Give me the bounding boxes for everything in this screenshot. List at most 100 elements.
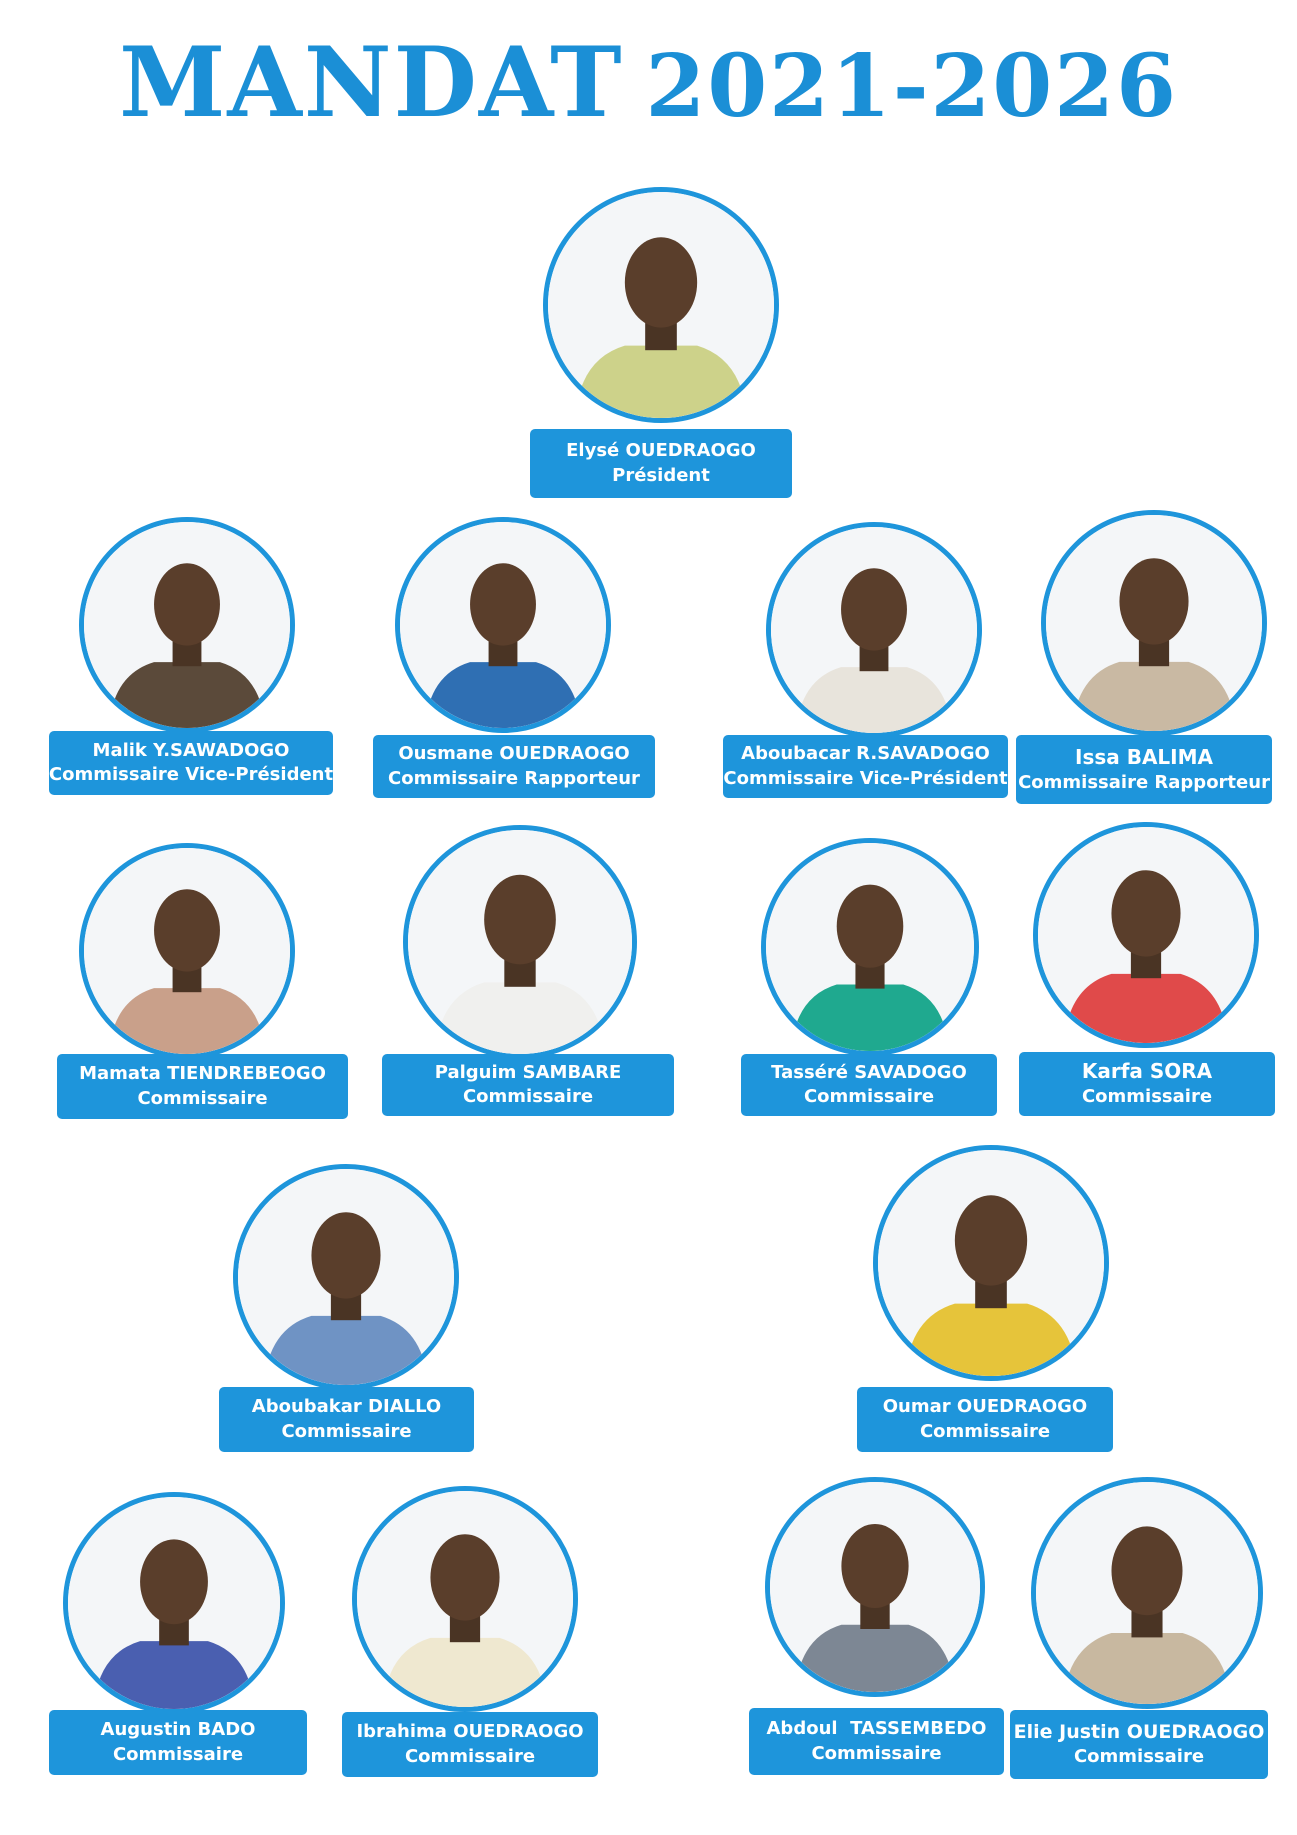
portrait-m6 <box>79 843 295 1059</box>
portrait-silhouette <box>766 843 974 1051</box>
portrait-body <box>795 1624 955 1692</box>
portrait-silhouette <box>1038 827 1254 1043</box>
portrait-m7 <box>403 825 637 1059</box>
portrait-m3 <box>395 517 611 733</box>
member-name: Aboubacar R.SAVADOGO <box>741 743 990 765</box>
portrait-head <box>954 1195 1028 1286</box>
portrait-body <box>93 1641 255 1709</box>
label-m9: Karfa SORA Commissaire <box>1019 1052 1275 1116</box>
member-name: Tasséré SAVADOGO <box>771 1061 967 1083</box>
portrait-head <box>624 237 698 328</box>
portrait-head <box>140 1539 208 1625</box>
member-name: Elie Justin OUEDRAOGO <box>1013 1720 1265 1743</box>
member-name: Oumar OUEDRAOGO <box>882 1396 1088 1418</box>
member-name: Ibrahima OUEDRAOGO <box>356 1721 584 1743</box>
portrait-silhouette <box>548 192 774 418</box>
portrait-silhouette <box>84 848 290 1054</box>
portrait-body <box>424 662 582 728</box>
member-role: Commissaire <box>112 1743 244 1765</box>
portrait-body <box>905 1303 1077 1376</box>
portrait-body <box>108 988 266 1054</box>
label-m3: Ousmane OUEDRAOGO Commissaire Rapporteur <box>373 735 655 798</box>
portrait-head <box>841 568 907 651</box>
portrait-body <box>1071 661 1237 731</box>
member-name: Aboubakar DIALLO <box>251 1396 442 1418</box>
label-m7: Palguim SAMBARE Commissaire <box>382 1054 674 1116</box>
label-m1: Elysé OUEDRAOGO Président <box>530 429 792 498</box>
label-m4: Aboubacar R.SAVADOGO Commissaire Vice-Pr… <box>723 735 1008 798</box>
member-role: Commissaire Vice-Président <box>723 767 1008 789</box>
portrait-m13 <box>352 1486 578 1712</box>
label-m10: Aboubakar DIALLO Commissaire <box>219 1387 474 1452</box>
member-role: Commissaire <box>919 1420 1051 1442</box>
member-name: Palguim SAMBARE <box>434 1061 622 1083</box>
portrait-m9 <box>1033 822 1259 1048</box>
member-name: Karfa SORA <box>1081 1059 1213 1084</box>
label-m5: Issa BALIMA Commissaire Rapporteur <box>1016 735 1272 804</box>
member-role: Commissaire <box>1073 1746 1205 1768</box>
portrait-silhouette <box>1046 515 1262 731</box>
portrait-body <box>575 345 747 418</box>
member-role: Commissaire <box>462 1086 594 1107</box>
label-m2: Malik Y.SAWADOGO Commissaire Vice-Présid… <box>49 731 333 795</box>
portrait-m8 <box>761 838 979 1056</box>
label-m12: Augustin BADO Commissaire <box>49 1710 307 1775</box>
portrait-head <box>154 563 220 646</box>
portrait-silhouette <box>68 1497 280 1709</box>
member-name: Malik Y.SAWADOGO <box>92 739 290 761</box>
portrait-silhouette <box>771 527 977 733</box>
portrait-m11 <box>873 1145 1109 1381</box>
member-role: Commissaire <box>137 1087 268 1109</box>
member-name: Ousmane OUEDRAOGO <box>398 743 630 765</box>
portrait-body <box>382 1637 548 1707</box>
portrait-body <box>1063 973 1229 1043</box>
member-name: Augustin BADO <box>100 1719 256 1741</box>
portrait-body <box>795 667 953 733</box>
member-role: Commissaire <box>404 1745 536 1767</box>
member-role: Commissaire Vice-Président <box>48 764 334 785</box>
portrait-head <box>1111 1526 1183 1616</box>
portrait-head <box>470 563 536 646</box>
portrait-body <box>1062 1632 1232 1704</box>
portrait-head <box>1111 870 1181 957</box>
portrait-body <box>108 662 266 728</box>
portrait-silhouette <box>1036 1482 1258 1704</box>
portrait-m10 <box>233 1164 459 1390</box>
portrait-m14 <box>765 1477 985 1697</box>
portrait-silhouette <box>408 830 632 1054</box>
member-role: Commissaire Rapporteur <box>1018 771 1270 793</box>
portrait-m1 <box>543 187 779 423</box>
portrait-head <box>836 884 904 968</box>
member-name: Elysé OUEDRAOGO <box>566 440 756 462</box>
portrait-head <box>154 889 220 972</box>
portrait-m2 <box>79 517 295 733</box>
title-years: 2021-2026 <box>645 36 1178 137</box>
label-m14: Abdoul TASSEMBEDO Commissaire <box>749 1708 1004 1775</box>
portrait-silhouette <box>357 1491 573 1707</box>
title-word: MANDAT <box>119 26 624 139</box>
portrait-silhouette <box>878 1150 1104 1376</box>
member-name: Mamata TIENDREBEOGO <box>79 1063 326 1085</box>
portrait-silhouette <box>400 522 606 728</box>
member-name: Abdoul TASSEMBEDO <box>766 1718 987 1740</box>
label-m6: Mamata TIENDREBEOGO Commissaire <box>57 1054 348 1119</box>
portrait-head <box>1119 558 1189 645</box>
portrait-head <box>311 1212 381 1299</box>
portrait-m4 <box>766 522 982 738</box>
portrait-body <box>434 982 606 1054</box>
portrait-m5 <box>1041 510 1267 736</box>
member-role: Commissaire <box>811 1742 942 1764</box>
portrait-silhouette <box>238 1169 454 1385</box>
portrait-silhouette <box>770 1482 980 1692</box>
member-role: Président <box>612 464 710 486</box>
portrait-head <box>430 1534 500 1621</box>
member-role: Commissaire <box>1081 1086 1213 1108</box>
portrait-body <box>263 1315 429 1385</box>
label-m15: Elie Justin OUEDRAOGO Commissaire <box>1010 1710 1268 1779</box>
portrait-m15 <box>1031 1477 1263 1709</box>
portrait-body <box>790 984 950 1051</box>
portrait-head <box>841 1524 909 1608</box>
member-role: Commissaire <box>803 1086 935 1107</box>
label-m8: Tasséré SAVADOGO Commissaire <box>741 1054 997 1116</box>
